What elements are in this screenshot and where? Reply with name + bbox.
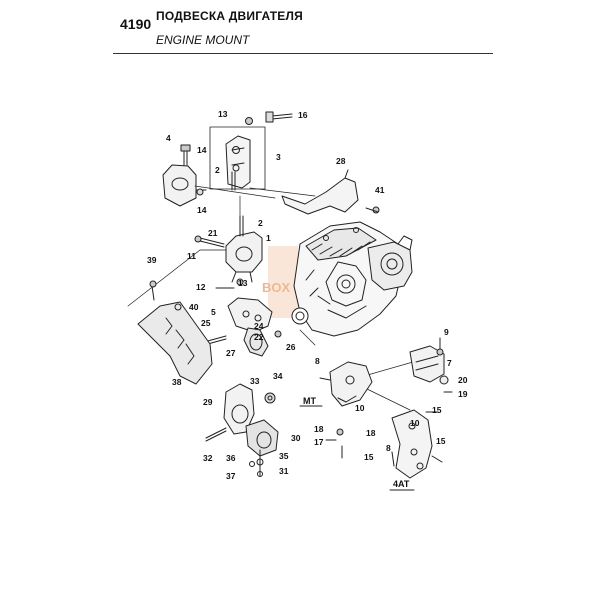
callout-15: 15 — [364, 452, 374, 462]
variant-tags: MT 4AT — [303, 396, 410, 489]
callout-33: 33 — [250, 376, 260, 386]
callout-15: 15 — [432, 405, 442, 415]
header-divider — [113, 53, 493, 54]
callout-32: 32 — [203, 453, 213, 463]
upper-bracket-3 — [209, 111, 293, 191]
title-english: ENGINE MOUNT — [156, 33, 250, 47]
variant-mt-label: MT — [303, 396, 316, 406]
callout-7: 7 — [447, 358, 452, 368]
callout-30: 30 — [291, 433, 301, 443]
title-russian: ПОДВЕСКА ДВИГАТЕЛЯ — [156, 9, 303, 23]
callout-25: 25 — [201, 318, 211, 328]
at-bracket-10 — [391, 409, 443, 479]
callout-4: 4 — [166, 133, 171, 143]
callout-14: 14 — [197, 145, 207, 155]
callout-38: 38 — [172, 377, 182, 387]
callout-35: 35 — [279, 451, 289, 461]
callout-36: 36 — [226, 453, 236, 463]
callout-21: 21 — [208, 228, 218, 238]
callout-9: 9 — [444, 327, 449, 337]
callout-3: 3 — [276, 152, 281, 162]
callout-8: 8 — [315, 356, 320, 366]
lower-mount-29 — [205, 383, 279, 477]
callout-18: 18 — [366, 428, 376, 438]
callout-29: 29 — [203, 397, 213, 407]
variant-4at-label: 4AT — [393, 479, 410, 489]
callout-13: 13 — [238, 278, 248, 288]
callout-41: 41 — [375, 185, 385, 195]
bracket-28 — [281, 169, 380, 215]
callout-28: 28 — [336, 156, 346, 166]
callout-12: 12 — [196, 282, 206, 292]
mt-bracket-10 — [319, 361, 373, 407]
callout-13: 13 — [218, 109, 228, 119]
callout-24: 24 — [254, 321, 264, 331]
heat-shield-38 — [137, 280, 213, 385]
callout-2: 2 — [215, 165, 220, 175]
callout-10: 10 — [410, 418, 420, 428]
callout-8: 8 — [386, 443, 391, 453]
callout-20: 20 — [458, 375, 468, 385]
mount-bracket-1 — [194, 215, 263, 289]
bracket-7 — [409, 337, 453, 393]
callout-18: 18 — [314, 424, 324, 434]
callout-10: 10 — [355, 403, 365, 413]
callout-26: 26 — [286, 342, 296, 352]
mount-4 — [162, 144, 207, 207]
callout-22: 22 — [254, 332, 264, 342]
callout-15: 15 — [436, 436, 446, 446]
callout-16: 16 — [298, 110, 308, 120]
callout-11: 11 — [187, 251, 196, 261]
callout-34: 34 — [273, 371, 283, 381]
page-header: 4190 ПОДВЕСКА ДВИГАТЕЛЯ ENGINE MOUNT — [0, 0, 600, 54]
callout-31: 31 — [279, 466, 289, 476]
callout-17: 17 — [314, 437, 324, 447]
bracket-5 — [203, 297, 282, 357]
callout-37: 37 — [226, 471, 236, 481]
bolts-17-18 — [249, 428, 344, 477]
callout-39: 39 — [147, 255, 157, 265]
engine-block — [291, 221, 413, 337]
callout-14: 14 — [197, 205, 207, 215]
callout-5: 5 — [211, 307, 216, 317]
callout-2: 2 — [258, 218, 263, 228]
callout-40: 40 — [189, 302, 199, 312]
callout-1: 1 — [266, 233, 271, 243]
section-code: 4190 — [120, 16, 152, 32]
callout-27: 27 — [226, 348, 236, 358]
callout-19: 19 — [458, 389, 468, 399]
